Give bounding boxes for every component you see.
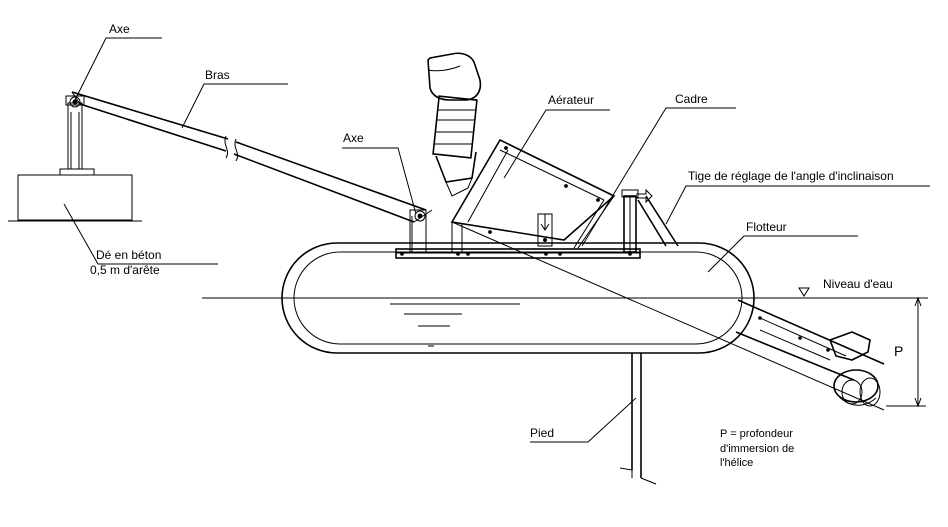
concrete-block [17,174,133,221]
air-intake-elbow [427,52,482,197]
label-p-symbol: P [894,343,903,359]
label-bras: Bras [205,68,230,82]
pivot-base-plate [59,168,95,176]
propeller [833,369,881,407]
label-flotteur: Flotteur [746,220,787,234]
label-pied: Pied [530,426,554,440]
support-foot [619,353,657,485]
label-p-def-line1: P = profondeur [720,428,793,440]
label-p-def-line3: l'hélice [720,457,753,469]
pivot-post [67,102,83,170]
label-de-line2: 0,5 m d'arête [90,263,160,277]
depth-dimension [886,296,926,408]
water-level-symbol [798,287,810,297]
center-pivot-axle [414,210,426,222]
frame-cadre [573,188,679,253]
label-aerateur: Aérateur [548,93,594,107]
label-cadre: Cadre [675,92,708,106]
label-niveau: Niveau d'eau [823,277,893,291]
label-axe-left: Axe [109,22,130,36]
label-tige: Tige de réglage de l'angle d'inclinaison [688,169,894,183]
propeller-shaft [451,221,885,411]
arm [71,91,427,223]
frame-deck-plate [395,248,641,259]
aerator-housing [450,138,616,241]
label-axe-center: Axe [343,131,364,145]
label-p-def-line2: d'immersion de [720,443,794,455]
label-de-line1: Dé en béton [96,248,161,262]
